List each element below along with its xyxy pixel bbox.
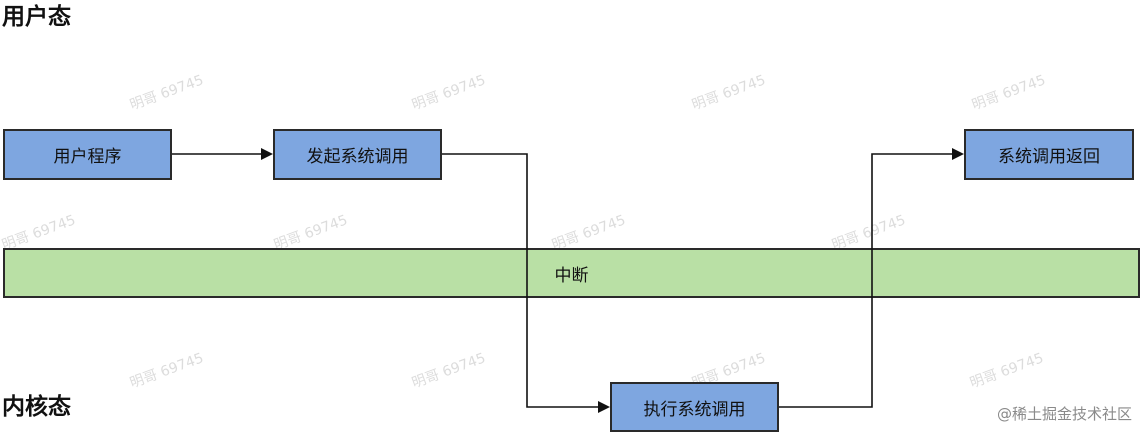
watermark: 明哥 69745 <box>127 72 206 114</box>
node-syscall-return-label: 系统调用返回 <box>998 147 1100 167</box>
watermark: 明哥 69745 <box>127 350 206 392</box>
node-interrupt: 中断 <box>3 248 1140 298</box>
node-user-program-label: 用户程序 <box>53 147 122 167</box>
node-syscall-start: 发起系统调用 <box>273 129 442 180</box>
source-credit: @稀土掘金技术社区 <box>996 405 1132 423</box>
node-exec-syscall: 执行系统调用 <box>610 382 779 432</box>
watermark: 明哥 69745 <box>409 72 488 114</box>
node-user-program: 用户程序 <box>3 129 172 180</box>
watermark: 明哥 69745 <box>969 72 1048 114</box>
watermark: 明哥 69745 <box>967 350 1046 392</box>
node-interrupt-label: 中断 <box>554 265 589 286</box>
node-syscall-start-label: 发起系统调用 <box>306 147 409 167</box>
node-syscall-return: 系统调用返回 <box>964 129 1134 180</box>
kernel-mode-label: 内核态 <box>2 394 71 420</box>
user-mode-label: 用户态 <box>2 4 71 30</box>
watermark: 明哥 69745 <box>689 72 768 114</box>
node-exec-syscall-label: 执行系统调用 <box>643 399 746 420</box>
watermark: 明哥 69745 <box>409 350 488 392</box>
